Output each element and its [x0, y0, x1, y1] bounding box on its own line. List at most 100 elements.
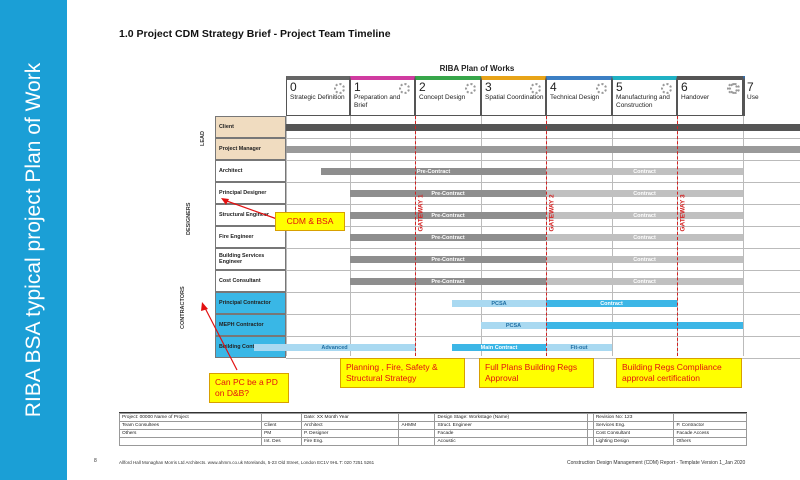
side-banner: RIBA BSA typical project Plan of Work: [0, 0, 67, 480]
stage-progress-icon: [729, 83, 740, 94]
timeline-bar: Pre-Contract: [350, 256, 546, 263]
role-label: Fire Engineer: [215, 226, 286, 248]
callout-full-plans: Full Plans Building Regs Approval: [479, 358, 594, 388]
timeline-bar: Main Contract: [452, 344, 546, 351]
timeline-bar: Contract: [546, 256, 743, 263]
callout-planning: Planning , Fire, Safety & Structural Str…: [340, 358, 465, 388]
timeline-bar: Contract: [546, 212, 743, 219]
stage-name: Technical Design: [550, 94, 600, 101]
role-label: Principal Designer: [215, 182, 286, 204]
stage-name: Use: [747, 94, 759, 101]
role-label: Building Services Engineer: [215, 248, 286, 270]
footer-template-version: Construction Design Management (CDM) Rep…: [567, 460, 746, 466]
info-table-cell: [261, 413, 302, 422]
row-divider: [286, 226, 800, 227]
info-table-cell: [398, 413, 436, 422]
timeline-bar: Pre-Contract: [350, 278, 546, 285]
info-table-cell: Int. Des: [261, 437, 302, 446]
role-label: Project Manager: [215, 138, 286, 160]
info-table-cell: Facade Access: [673, 429, 747, 438]
stage-progress-icon: [530, 83, 541, 94]
stage-number: 2: [419, 80, 426, 94]
info-table-cell: AHMM: [398, 421, 436, 430]
info-table-cell: Others: [673, 437, 747, 446]
footer-address: Allford Hall Monaghan Morris Ltd Archite…: [119, 460, 375, 465]
row-divider: [286, 292, 800, 293]
stage-number: 4: [550, 80, 557, 94]
timeline-bar: [286, 146, 800, 153]
stage-name: Concept Design: [419, 94, 466, 101]
info-table-cell: [398, 437, 436, 446]
info-table-cell: [673, 413, 747, 422]
stage-number: 5: [616, 80, 623, 94]
info-table-cell: [586, 437, 594, 446]
row-divider: [286, 336, 800, 337]
info-table-cell: Struct. Engineer: [434, 421, 588, 430]
info-table-cell: Others: [118, 429, 263, 438]
stage-number: 6: [681, 80, 688, 94]
info-table-cell: Cost Consultant: [592, 429, 675, 438]
role-label: Architect: [215, 160, 286, 182]
info-table-cell: Services Eng.: [592, 421, 675, 430]
info-table-cell: [118, 437, 263, 446]
timeline-bar: Pre-Contract: [321, 168, 546, 175]
riba-plan-title: RIBA Plan of Works: [439, 64, 515, 73]
info-table-cell: Acoustic: [434, 437, 588, 446]
info-table-cell: Client: [261, 421, 302, 430]
stage-name: Strategic Definition: [290, 94, 345, 101]
stage-progress-icon: [334, 83, 345, 94]
timeline-bar: Contract: [546, 278, 743, 285]
timeline-bar: Contract: [546, 300, 677, 307]
stage-number: 7: [747, 80, 754, 94]
stage-number: 0: [290, 80, 297, 94]
stage-divider: [286, 116, 287, 356]
row-divider: [286, 138, 800, 139]
stage-progress-icon: [661, 83, 672, 94]
role-label: Cost Consultant: [215, 270, 286, 292]
stage-name: Preparation and Brief: [354, 94, 401, 109]
stage-progress-icon: [596, 83, 607, 94]
gateway-2-line: [546, 116, 547, 356]
info-table-cell: Architect: [300, 421, 400, 430]
stage-number: 1: [354, 80, 361, 94]
timeline-bar: [286, 124, 800, 131]
pc-arrow: [203, 305, 238, 371]
stage-divider: [743, 116, 744, 356]
timeline-bar: Fit-out: [546, 344, 612, 351]
role-label: MEPH Contractor: [215, 314, 286, 336]
row-divider: [286, 270, 800, 271]
timeline-bar: Contract: [546, 234, 743, 241]
info-table-cell: Project: 00000 Name of Project: [118, 413, 263, 422]
pc-arrowhead: [201, 302, 208, 311]
row-divider: [286, 182, 800, 183]
info-table-cell: Lighting Design: [592, 437, 675, 446]
stage-number: 3: [485, 80, 492, 94]
gateway-3-line: [677, 116, 678, 356]
timeline-bar: Advanced: [254, 344, 415, 351]
row-divider: [286, 204, 800, 205]
info-table-cell: Fire Eng.: [300, 437, 400, 446]
info-table-cell: Team Consultees: [118, 421, 263, 430]
gateway-1-line: [415, 116, 416, 356]
role-label: Client: [215, 116, 286, 138]
timeline-bar: Contract: [546, 190, 743, 197]
timeline-bar: Pre-Contract: [350, 212, 546, 219]
role-label: Structural Engineer: [215, 204, 286, 226]
row-divider: [286, 314, 800, 315]
info-table-cell: PM: [261, 429, 302, 438]
timeline-bar: PCSA: [452, 300, 546, 307]
stage-name: Handover: [681, 94, 710, 101]
page-number: 8: [94, 458, 97, 464]
stage-progress-icon: [465, 83, 476, 94]
role-label: Principal Contractor: [215, 292, 286, 314]
info-table-cell: Design Stage: Workstage (Name): [434, 413, 588, 422]
